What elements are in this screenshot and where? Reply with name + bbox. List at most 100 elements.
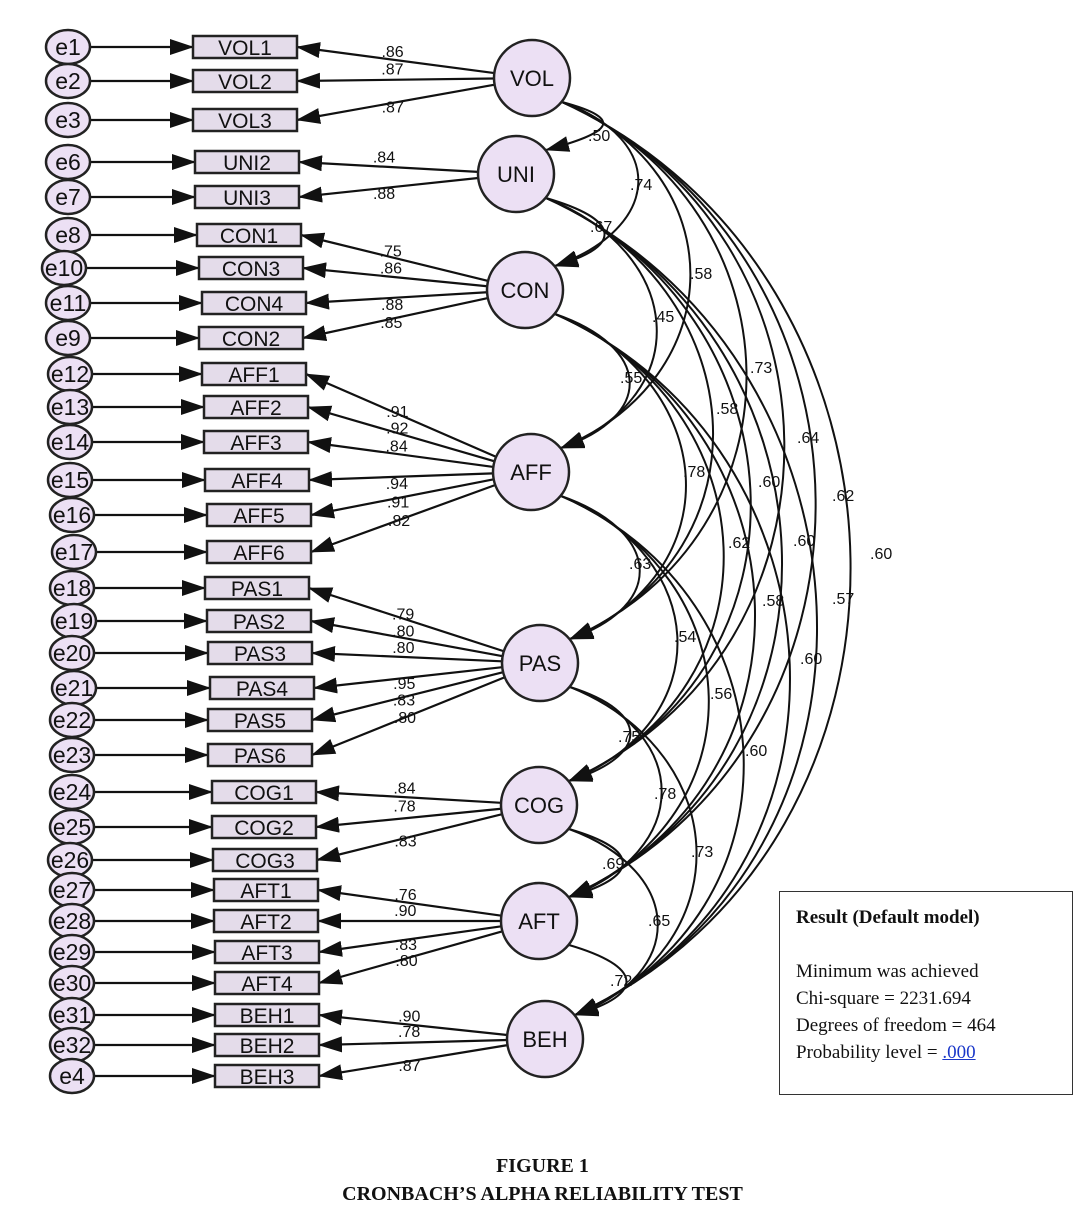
figure-number: FIGURE 1 [496,1155,589,1177]
indicator-box-pas1 [203,575,311,601]
correlation-label-con-cog: .62 [728,535,750,552]
indicator-box-aff6 [205,539,313,565]
loading-arrow-aff-aff2 [307,405,495,463]
error-node-e23 [48,736,96,774]
loading-arrow-cog-cog2 [315,807,502,833]
error-label-e10: e10 [45,255,83,281]
loading-label-vol-vol3: .87 [382,100,404,117]
loading-arrow-con-con3 [302,262,488,288]
indicator-label-vol1: VOL1 [218,37,272,60]
correlation-arc-cog-beh [544,813,659,1016]
loading-arrow-pas-pas2 [310,617,503,658]
indicator-box-aff1 [200,361,308,387]
correlation-label-aff-beh: .60 [745,743,767,760]
latent-node-cog [499,765,579,845]
loading-label-aff-aff4: .94 [386,476,408,493]
loading-label-aft-aft1: .76 [394,887,416,904]
indicator-label-con3: CON3 [222,258,280,281]
latent-label-aff: AFF [510,460,552,485]
indicator-label-aft4: AFT4 [241,973,293,996]
latent-node-con [485,250,565,330]
error-node-e3 [44,101,92,139]
correlation-label-vol-beh: .60 [870,546,892,563]
correlation-label-pas-cog: .75 [618,729,640,746]
error-node-e4 [48,1057,96,1095]
correlation-label-cog-beh: .65 [648,913,670,930]
loading-label-pas-pas4: .95 [393,676,415,693]
correlation-label-con-aft: .58 [762,593,784,610]
indicator-label-vol2: VOL2 [218,71,272,94]
error-label-e14: e14 [51,429,90,455]
loading-arrow-cog-cog1 [315,785,502,804]
latent-node-beh [505,999,585,1079]
figure-title: CRONBACH’S ALPHA RELIABILITY TEST [342,1183,743,1205]
loading-arrow-pas-pas5 [311,671,504,723]
correlation-arc-vol-con [537,86,640,267]
error-label-e32: e32 [53,1032,91,1058]
correlation-label-vol-pas: .73 [750,360,772,377]
correlation-label-con-beh: .60 [800,651,822,668]
latent-node-pas [500,623,580,703]
error-label-e19: e19 [55,608,93,634]
indicator-label-beh1: BEH1 [240,1005,295,1028]
correlation-label-uni-aff: .45 [652,309,674,326]
correlation-label-vol-uni: .50 [588,128,610,145]
indicator-label-aff5: AFF5 [233,505,284,528]
loading-arrow-con-con4 [305,291,488,310]
error-label-e20: e20 [53,640,91,666]
loading-label-pas-pas6: .80 [394,710,416,727]
error-label-e25: e25 [53,814,91,840]
error-label-e7: e7 [55,184,81,210]
correlation-label-con-pas: .78 [683,464,705,481]
error-label-e26: e26 [51,847,89,873]
indicator-label-aff3: AFF3 [230,432,281,455]
correlation-label-con-aff: .55 [620,370,642,387]
loading-arrow-aft-aft1 [317,885,502,917]
correlation-arc-aff-pas [536,480,641,640]
loading-label-vol-vol1: .86 [381,44,403,61]
loading-label-pas-pas5: .83 [393,692,415,709]
correlation-arcs [521,85,852,1017]
indicator-label-pas5: PAS5 [234,710,286,733]
correlation-arc-aff-beh [536,479,745,1016]
indicator-label-beh3: BEH3 [240,1066,295,1089]
loading-arrow-beh-beh2 [318,1036,508,1053]
indicator-box-aff5 [205,502,313,528]
correlation-arc-con-cog [530,297,725,782]
correlation-arc-con-beh [530,297,791,1016]
indicator-box-con2 [197,325,305,351]
correlation-arc-uni-aft [521,181,784,898]
correlation-arc-aft-beh [544,930,628,1017]
indicator-label-pas6: PAS6 [234,745,286,768]
indicator-label-con2: CON2 [222,328,280,351]
indicator-label-cog2: COG2 [234,817,294,840]
probability-link[interactable]: .000 [942,1042,976,1063]
indicator-box-pas4 [208,675,316,701]
indicator-box-vol1 [191,34,299,60]
loading-label-aff-aff6: .82 [388,513,410,530]
result-box: Result (Default model) Minimum was achie… [779,891,1073,1095]
error-label-e15: e15 [51,467,89,493]
correlation-arc-uni-cog [521,181,752,782]
loading-label-vol-vol2: .87 [381,62,403,79]
indicator-label-pas1: PAS1 [231,578,283,601]
loading-arrow-con-con1 [300,232,489,283]
loading-label-pas-pas1: .79 [392,607,414,624]
latent-label-uni: UNI [497,162,535,187]
loading-label-con-con4: .88 [381,297,403,314]
indicator-label-uni3: UNI3 [223,187,271,210]
error-label-e22: e22 [53,707,91,733]
indicator-box-aff3 [202,429,310,455]
loading-arrow-uni-uni3 [298,176,479,203]
loading-arrow-aff-aff5 [310,478,494,519]
correlation-label-uni-pas: .58 [716,401,738,418]
error-node-e7 [44,178,92,216]
loading-arrow-con-con2 [302,296,489,341]
indicator-box-cog1 [210,779,318,805]
correlation-label-vol-aff: .58 [690,266,712,283]
correlation-arc-vol-cog [537,85,786,782]
indicator-box-vol2 [191,68,299,94]
loading-label-con-con1: .75 [380,244,402,261]
error-node-e17 [50,533,98,571]
